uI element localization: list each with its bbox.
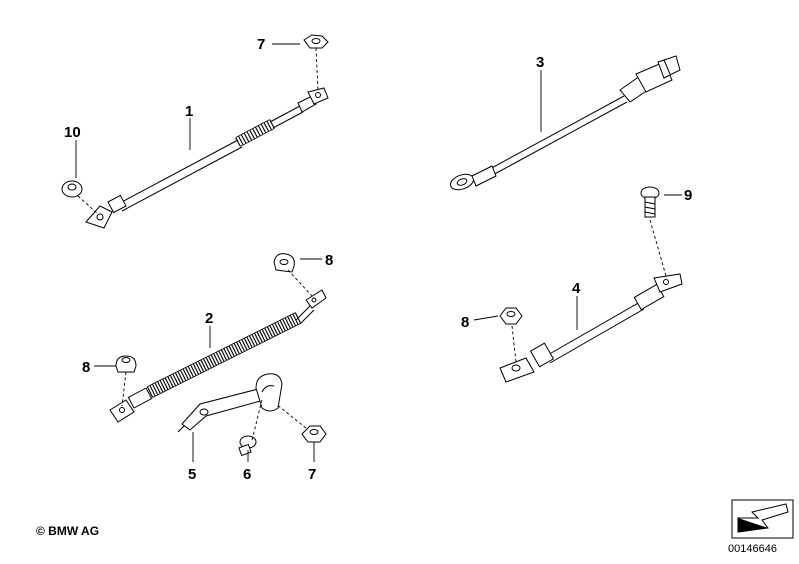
callout-3: 3 [536,54,544,71]
nut-part-8-left[interactable] [115,355,137,373]
bolt-part-9[interactable] [640,186,660,218]
bracket-part-5[interactable] [177,373,283,433]
direction-arrow-icon[interactable] [731,499,794,539]
dash-8-left [121,371,127,407]
cable-part-3[interactable] [448,55,681,193]
cable-part-2[interactable] [109,289,327,423]
callout-10: 10 [64,124,81,141]
document-number: 00146646 [728,543,777,555]
nut-part-7-bottom[interactable] [301,425,327,443]
dash-6 [251,399,263,441]
callout-8-top: 8 [325,252,333,269]
screw-part-6[interactable] [238,435,257,457]
nut-part-10[interactable] [61,180,83,198]
nut-part-7-top[interactable] [303,34,329,49]
dash-9 [649,219,667,277]
nut-part-8-top[interactable] [273,253,295,273]
leader-8-right [473,315,499,321]
callout-1: 1 [185,103,193,120]
nut-part-8-right[interactable] [499,307,523,325]
dash-8-right [511,325,517,363]
dash-7-top [315,47,319,91]
dash-7-bottom [275,403,307,429]
callout-8-left: 8 [82,359,90,376]
copyright-notice: © BMW AG [36,524,100,538]
callout-4: 4 [572,280,581,297]
callout-7-bottom: 7 [308,466,316,483]
callout-6: 6 [243,466,251,483]
callout-5: 5 [188,466,196,483]
callout-8-right: 8 [461,314,469,331]
callout-7-top: 7 [257,36,265,53]
cable-part-1[interactable] [85,87,329,229]
cable-part-4[interactable] [499,273,683,383]
callout-2: 2 [205,310,213,327]
callout-9: 9 [684,187,692,204]
dash-8-top [287,269,313,297]
dash-10 [77,195,99,215]
